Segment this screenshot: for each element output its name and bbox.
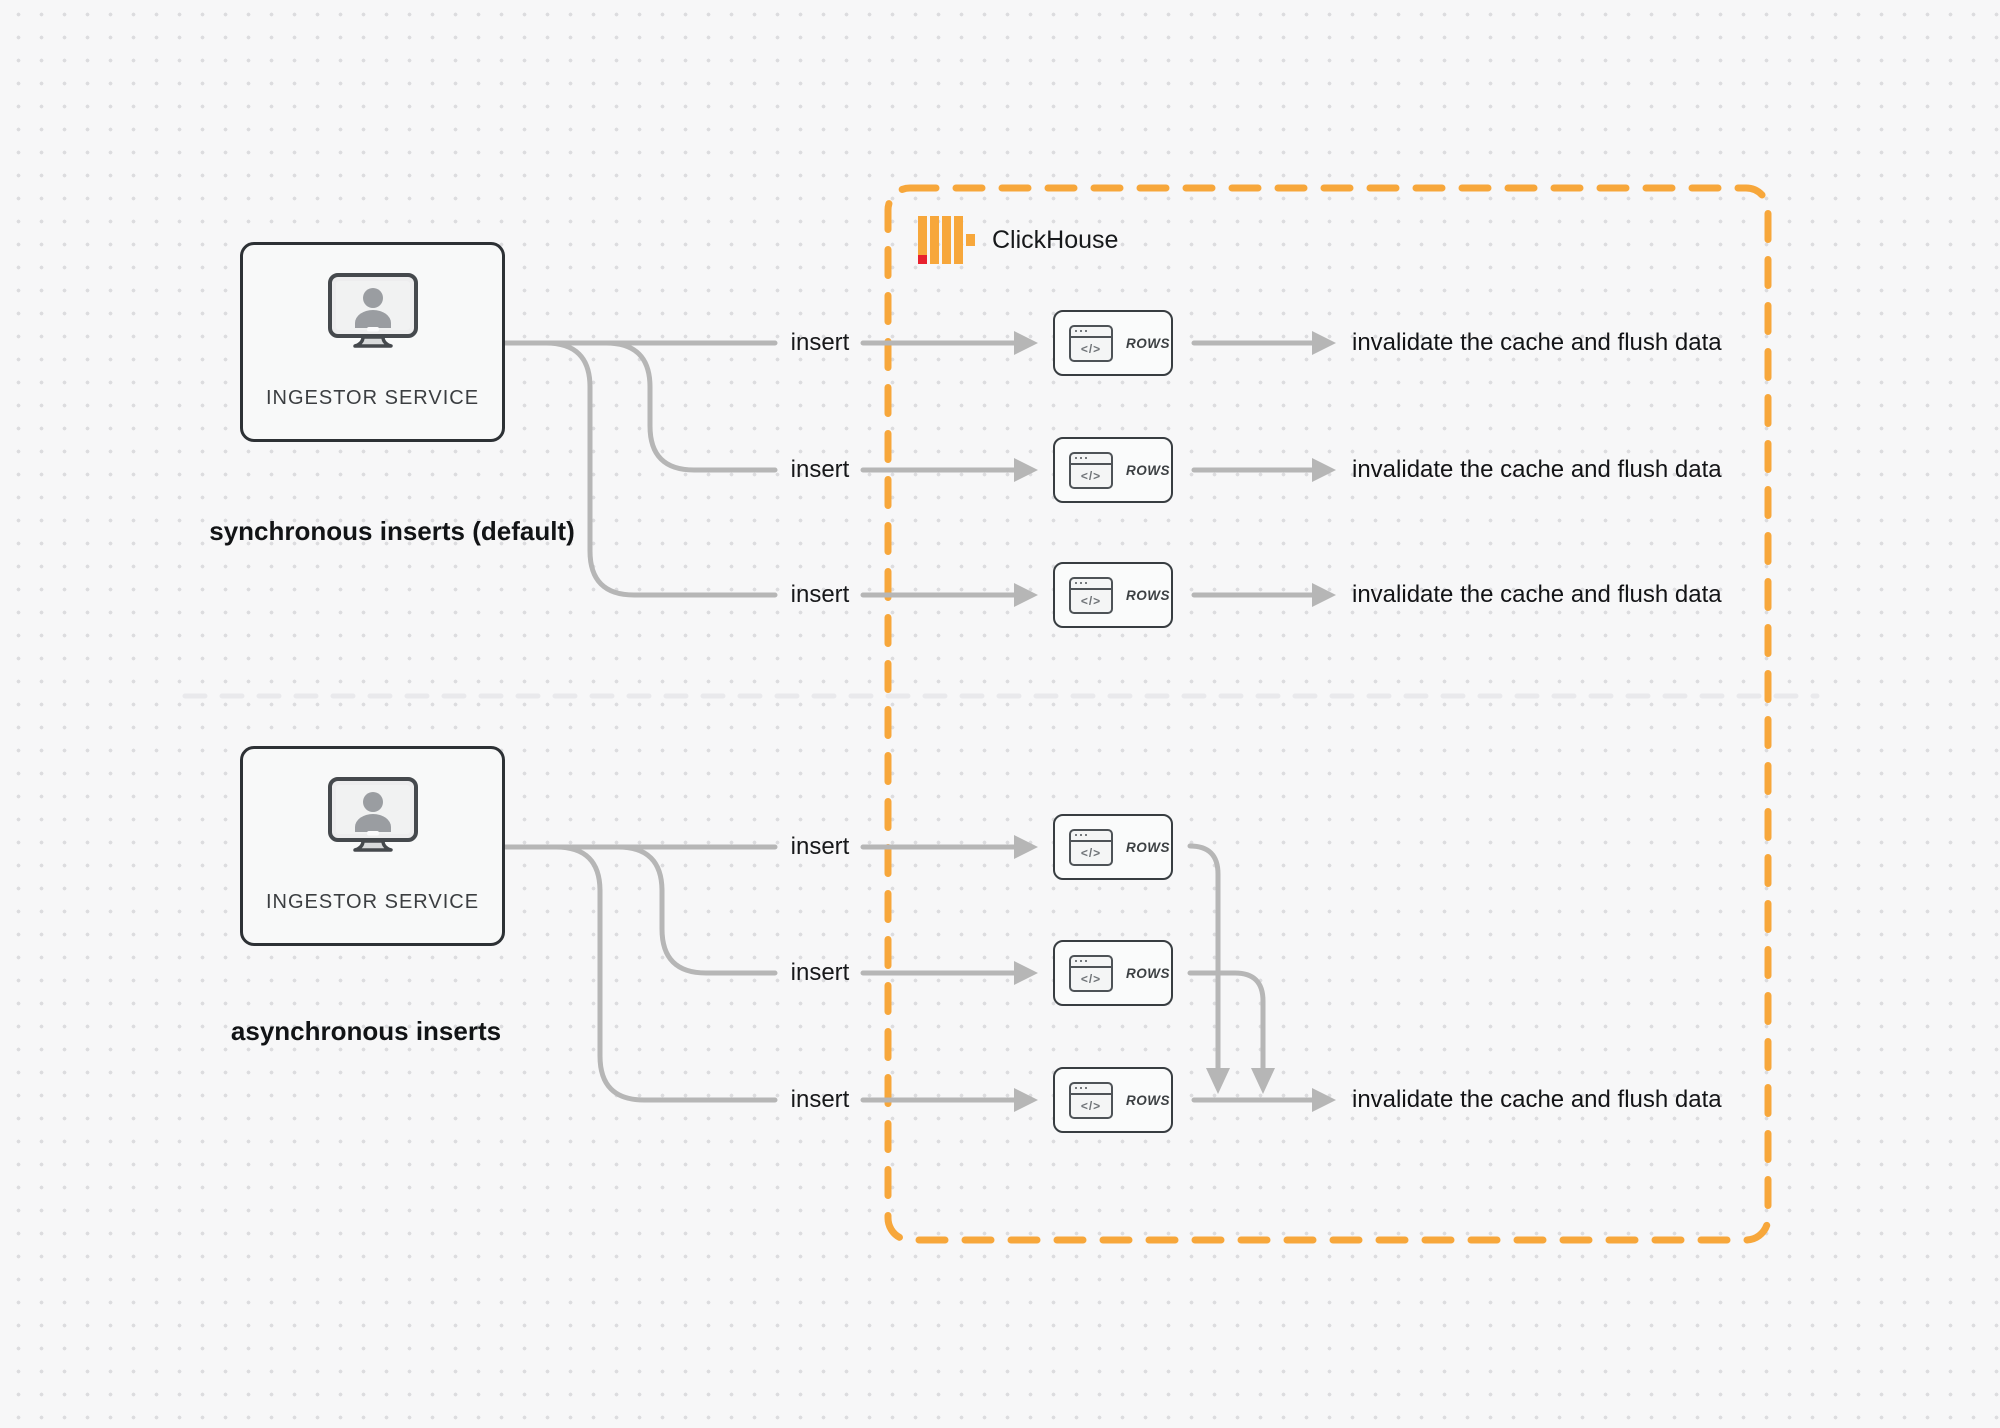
window-dots <box>1071 957 1111 968</box>
arrowhead-right <box>1014 1088 1038 1112</box>
arrowhead-right <box>1312 1088 1336 1112</box>
logo-bar-red-notch <box>918 216 927 264</box>
code-window-icon: </> <box>1069 828 1113 866</box>
code-glyph: </> <box>1080 971 1102 986</box>
rows-label: ROWS <box>1126 965 1170 981</box>
rows-node: </> ROWS <box>1053 940 1176 1009</box>
code-window-icon: </> <box>1069 1081 1113 1119</box>
rows-node: </> ROWS <box>1053 1067 1176 1136</box>
rows-node: </> ROWS <box>1053 310 1176 379</box>
arrowhead-down <box>1206 1068 1230 1094</box>
arrowhead-right <box>1014 961 1038 985</box>
clickhouse-bars-icon <box>918 216 975 264</box>
caption-async: asynchronous inserts <box>230 1016 502 1046</box>
result-label: invalidate the cache and flush data <box>1352 1086 1722 1113</box>
arrowhead-right <box>1014 331 1038 355</box>
gray-connectors <box>502 340 1315 1103</box>
arrowhead-right <box>1312 458 1336 482</box>
code-glyph: </> <box>1080 593 1102 608</box>
code-glyph: </> <box>1080 845 1102 860</box>
code-glyph: </> <box>1080 468 1102 483</box>
clickhouse-logo: ClickHouse <box>918 216 1118 264</box>
insert-label: insert <box>790 581 850 608</box>
sync-branch-to-row3 <box>543 340 778 598</box>
logo-bar <box>942 216 951 264</box>
rows-node: </> ROWS <box>1053 437 1176 506</box>
rows-node: </> ROWS <box>1053 814 1176 883</box>
result-label: invalidate the cache and flush data <box>1352 456 1722 483</box>
arrowhead-right <box>1014 458 1038 482</box>
code-window-icon: </> <box>1069 451 1113 489</box>
result-label: invalidate the cache and flush data <box>1352 581 1722 608</box>
arrowhead-down <box>1251 1068 1275 1094</box>
monitor-user-icon <box>327 273 418 348</box>
code-window-icon: </> <box>1069 324 1113 362</box>
async-branch-to-row2 <box>615 844 778 976</box>
code-glyph: </> <box>1080 1098 1102 1113</box>
rows-label: ROWS <box>1126 839 1170 855</box>
insert-label: insert <box>790 833 850 860</box>
sync-branch-to-row2 <box>603 340 778 473</box>
async-merge-line-1 <box>1187 843 1221 1071</box>
async-merge-line-2 <box>1187 970 1266 1071</box>
caption-sync: synchronous inserts (default) <box>209 516 575 546</box>
rows-label: ROWS <box>1126 462 1170 478</box>
ingestor-service-box-sync: INGESTOR SERVICE <box>240 242 505 442</box>
logo-bar <box>954 216 963 264</box>
async-branch-to-row3 <box>553 844 778 1103</box>
insert-label: insert <box>790 959 850 986</box>
arrowhead-right <box>1014 835 1038 859</box>
actor-label: INGESTOR SERVICE <box>265 891 480 913</box>
insert-label: insert <box>790 329 850 356</box>
insert-label: insert <box>790 1086 850 1113</box>
logo-bar-small <box>966 234 975 246</box>
arrowhead-right <box>1014 583 1038 607</box>
rows-node: </> ROWS <box>1053 562 1176 631</box>
actor-label: INGESTOR SERVICE <box>265 387 480 409</box>
rows-label: ROWS <box>1126 587 1170 603</box>
code-glyph: </> <box>1080 341 1102 356</box>
window-dots <box>1071 327 1111 338</box>
window-dots <box>1071 454 1111 465</box>
ingestor-service-box-async: INGESTOR SERVICE <box>240 746 505 946</box>
logo-bar <box>930 216 939 264</box>
rows-label: ROWS <box>1126 335 1170 351</box>
result-label: invalidate the cache and flush data <box>1352 329 1722 356</box>
insert-label: insert <box>790 456 850 483</box>
window-dots <box>1071 1084 1111 1095</box>
code-window-icon: </> <box>1069 576 1113 614</box>
arrowhead-right <box>1312 331 1336 355</box>
monitor-user-icon <box>327 777 418 852</box>
clickhouse-label: ClickHouse <box>992 225 1119 254</box>
window-dots <box>1071 831 1111 842</box>
window-dots <box>1071 579 1111 590</box>
code-window-icon: </> <box>1069 954 1113 992</box>
arrowhead-right <box>1312 583 1336 607</box>
rows-label: ROWS <box>1126 1092 1170 1108</box>
